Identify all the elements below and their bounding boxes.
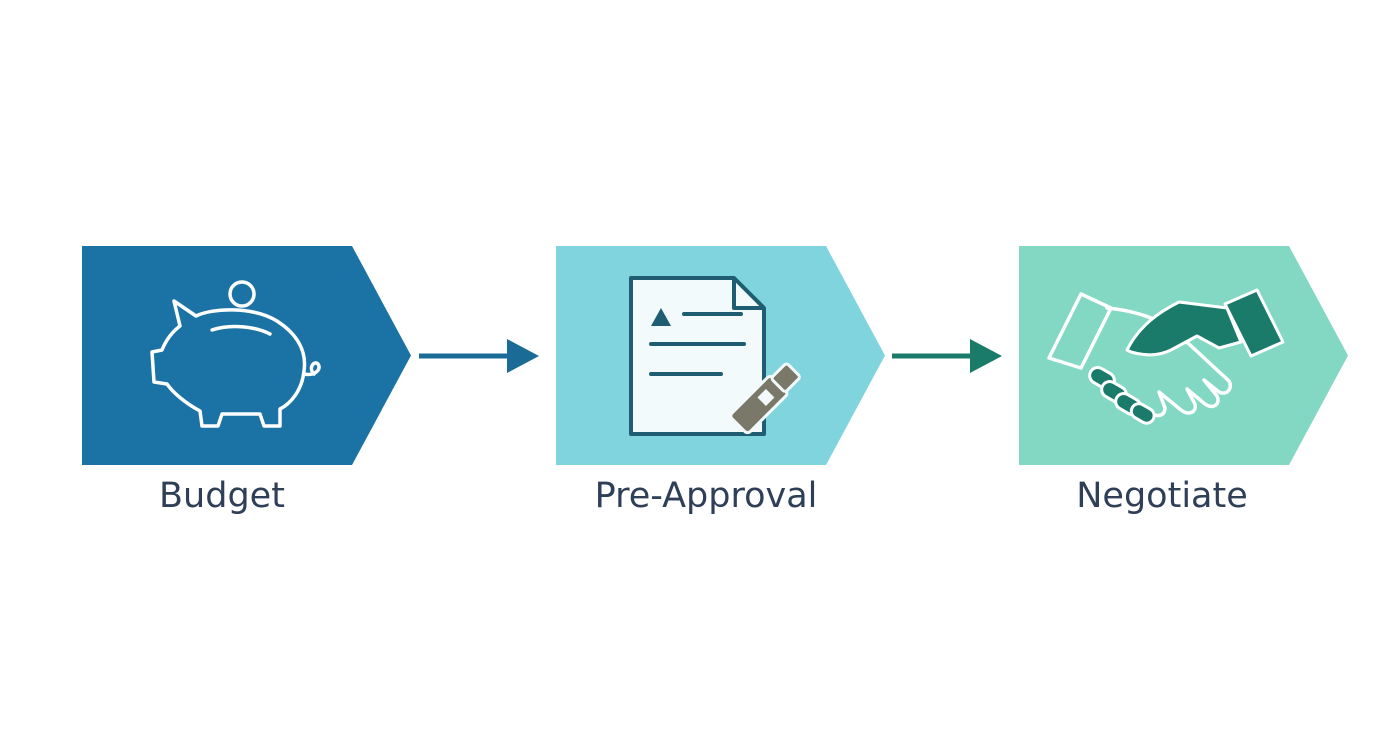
step-label-pre-approval: Pre-Approval	[594, 476, 818, 516]
arrow-head	[970, 339, 1002, 373]
arrow-right-icon	[892, 339, 1002, 373]
step-label-negotiate: Negotiate	[1076, 476, 1248, 516]
arrow-head	[507, 339, 539, 373]
piggy-bank-icon	[150, 280, 321, 428]
step-negotiate-box	[1019, 246, 1348, 465]
arrow-right-icon	[419, 339, 539, 373]
handshake-icon	[1047, 288, 1285, 425]
document-approval-icon	[629, 276, 801, 436]
step-label-budget: Budget	[159, 476, 285, 516]
